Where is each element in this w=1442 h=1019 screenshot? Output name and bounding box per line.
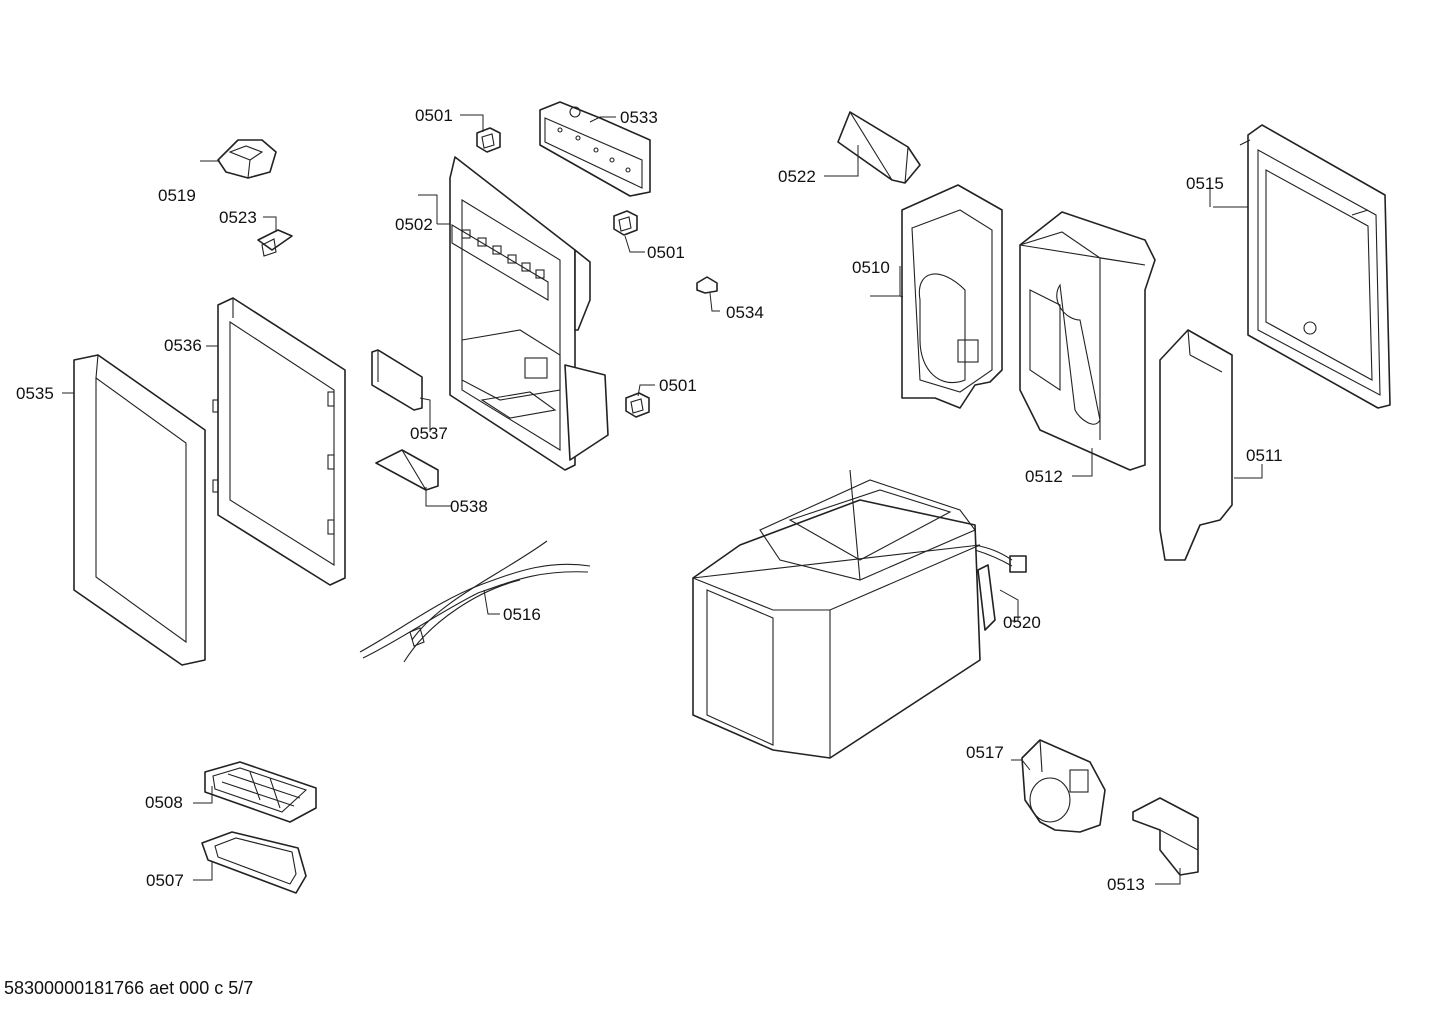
part-0508-drip-grid[interactable] [204,761,317,823]
part-0507-drip-tray[interactable] [201,831,307,894]
label-0533: 0533 [620,108,658,127]
label-0501-bottom: 0501 [659,376,697,395]
part-0502-dispenser-housing[interactable] [449,156,609,471]
label-0512: 0512 [1025,467,1063,486]
part-main-tank[interactable] [692,469,981,759]
part-0501-clip-bottom[interactable] [625,392,650,418]
label-0508: 0508 [145,793,183,812]
label-0507: 0507 [146,871,184,890]
label-0501-middle: 0501 [647,243,685,262]
part-0536-door-frame[interactable] [212,297,346,586]
label-0519: 0519 [158,186,196,205]
part-0523-clip[interactable] [257,229,293,257]
label-0535: 0535 [16,384,54,403]
part-0512-ice-housing[interactable] [1019,211,1156,471]
label-0520: 0520 [1003,613,1041,632]
label-0515: 0515 [1186,174,1224,193]
label-0513: 0513 [1107,875,1145,894]
part-0534-clip[interactable] [696,276,718,294]
label-0516: 0516 [503,605,541,624]
label-0511: 0511 [1246,446,1283,465]
part-0538-plate[interactable] [375,449,439,491]
part-0537-cover[interactable] [371,349,423,411]
part-0511-side-cover[interactable] [1159,329,1233,561]
part-0533-control-board[interactable] [539,101,651,197]
label-0534: 0534 [726,303,764,322]
part-0535-outer-frame[interactable] [73,354,206,666]
label-0510: 0510 [852,258,890,277]
label-0501-top: 0501 [415,106,453,125]
part-0517-motor[interactable] [1021,739,1106,833]
leader-lines [62,114,1263,885]
label-0522: 0522 [778,167,816,186]
label-0523: 0523 [219,208,257,227]
drawing-reference-number: 58300000181766 aet 000 c 5/7 [4,978,254,998]
label-0502: 0502 [395,215,433,234]
part-0513-bracket[interactable] [1132,797,1199,876]
part-labels: 0501 0533 0501 0501 0502 0519 0523 0536 … [16,106,1283,894]
part-0501-clip-top[interactable] [476,127,501,153]
label-0536: 0536 [164,336,202,355]
part-0516-tubes[interactable] [359,540,591,663]
part-0501-clip-middle[interactable] [613,210,638,236]
label-0537: 0537 [410,424,448,443]
part-0519-bracket[interactable] [217,139,277,179]
part-0522-block[interactable] [837,111,921,184]
label-0538: 0538 [450,497,488,516]
part-0510-duct[interactable] [901,184,1003,409]
part-0515-back-panel[interactable] [1239,124,1391,409]
label-0517: 0517 [966,743,1004,762]
